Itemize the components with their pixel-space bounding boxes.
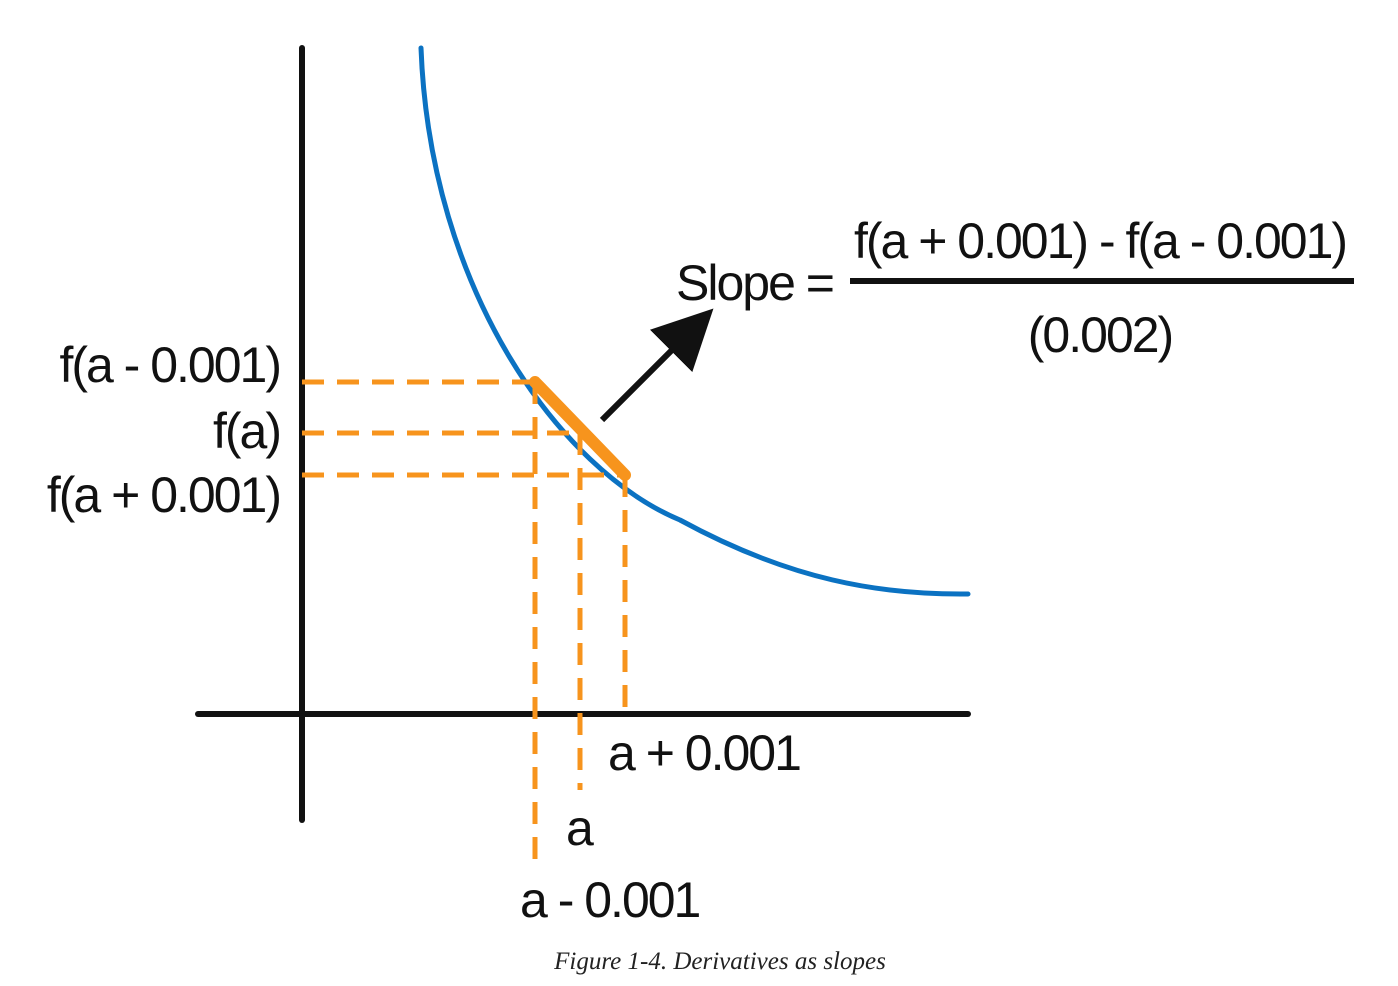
figure-caption: Figure 1-4. Derivatives as slopes [0,948,1398,976]
formula-lhs: Slope = [676,255,833,311]
formula-denominator: (0.002) [1028,307,1172,363]
formula-numerator: f(a + 0.001) - f(a - 0.001) [854,213,1346,269]
caption-label: Figure 1-4. [554,948,668,975]
x-label-a-plus: a + 0.001 [608,725,800,781]
x-label-a: a [566,800,594,856]
caption-text: Derivatives as slopes [673,948,886,975]
x-label-a-minus: a - 0.001 [520,872,700,928]
y-label-f-plus: f(a + 0.001) [47,467,280,523]
guide-lines [302,379,628,862]
y-label-f-minus: f(a - 0.001) [59,337,280,393]
arrow-icon [599,308,714,423]
function-curve [418,45,971,597]
secant-segment [529,376,631,481]
y-label-f-a: f(a) [213,403,280,459]
